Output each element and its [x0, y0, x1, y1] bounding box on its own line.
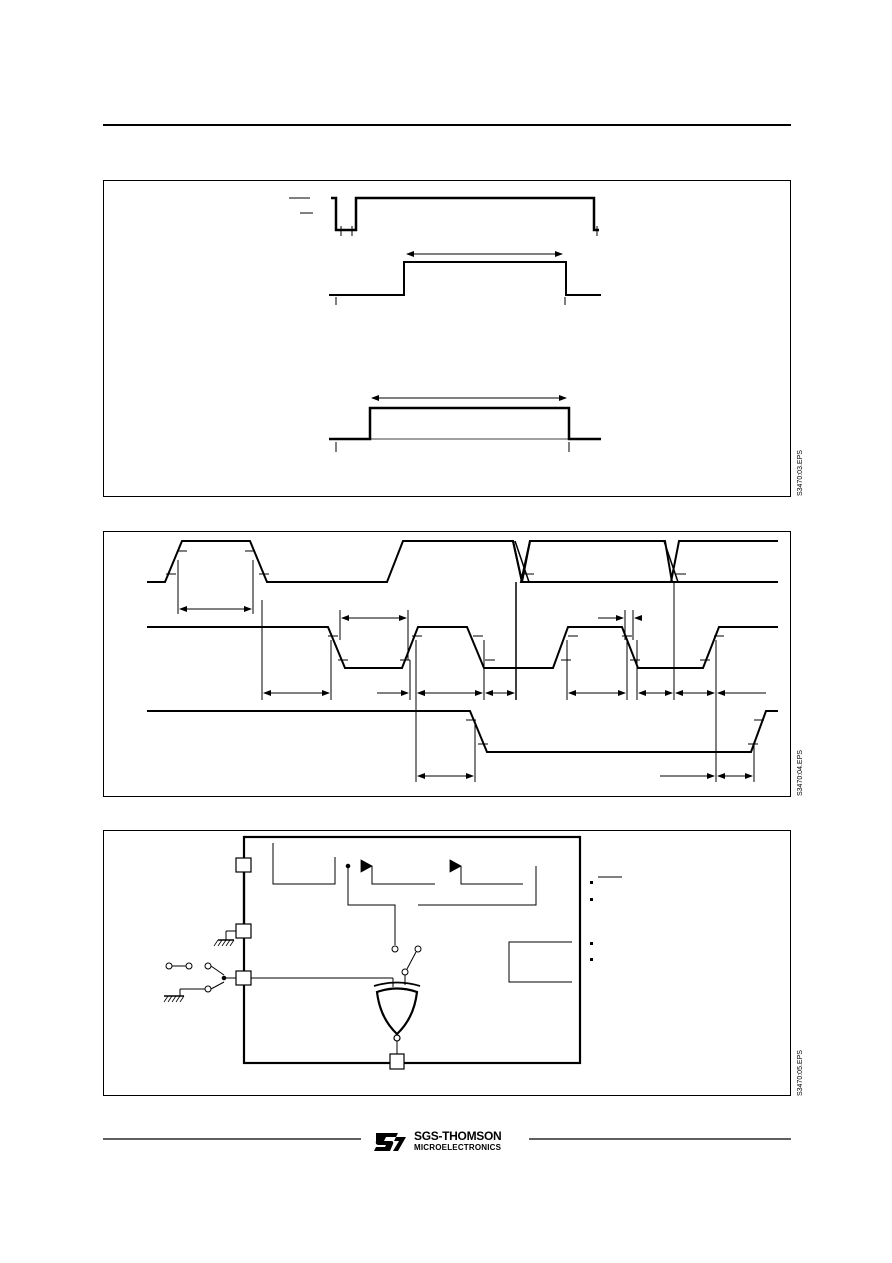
fig3-block-2 — [371, 866, 435, 885]
fig2-waveform-2 — [147, 626, 778, 669]
fig1-waveform-2 — [329, 261, 601, 296]
figure-3-code: S3470:05.EPS — [797, 1050, 804, 1096]
st-logo-icon — [374, 1133, 406, 1151]
footer-division-name: MICROELECTRONICS — [414, 1143, 502, 1152]
fig3-pin-top — [235, 857, 252, 873]
figure-2-code: S3470:04.EPS — [797, 750, 804, 796]
header-rule — [103, 124, 791, 126]
figure-2-frame — [103, 531, 791, 797]
figure-1-diagram — [289, 196, 601, 452]
fig3-chip-outline — [242, 835, 582, 1065]
figure-3-diagram — [163, 835, 622, 1070]
fig3-block-1 — [272, 843, 336, 885]
figure-2-diagram — [147, 540, 778, 782]
fig3-xnor-gate — [375, 987, 419, 1036]
fig3-pin-output — [389, 1053, 405, 1070]
footer-company-name: SGS-THOMSON — [414, 1129, 502, 1143]
fig2-waveform-3 — [147, 710, 778, 753]
figure-1-code: S3470:03.EPS — [797, 450, 804, 496]
fig1-waveform-1 — [331, 196, 599, 232]
fig3-pin-ground — [235, 923, 252, 939]
fig3-block-3 — [460, 866, 523, 885]
figure-1-frame — [103, 180, 791, 497]
fig3-right-block — [508, 941, 572, 983]
figure-3-frame — [103, 830, 791, 1096]
fig2-waveform-1 — [147, 540, 778, 583]
fig1-waveform-3 — [329, 406, 601, 441]
fig3-pin-select — [235, 970, 252, 986]
